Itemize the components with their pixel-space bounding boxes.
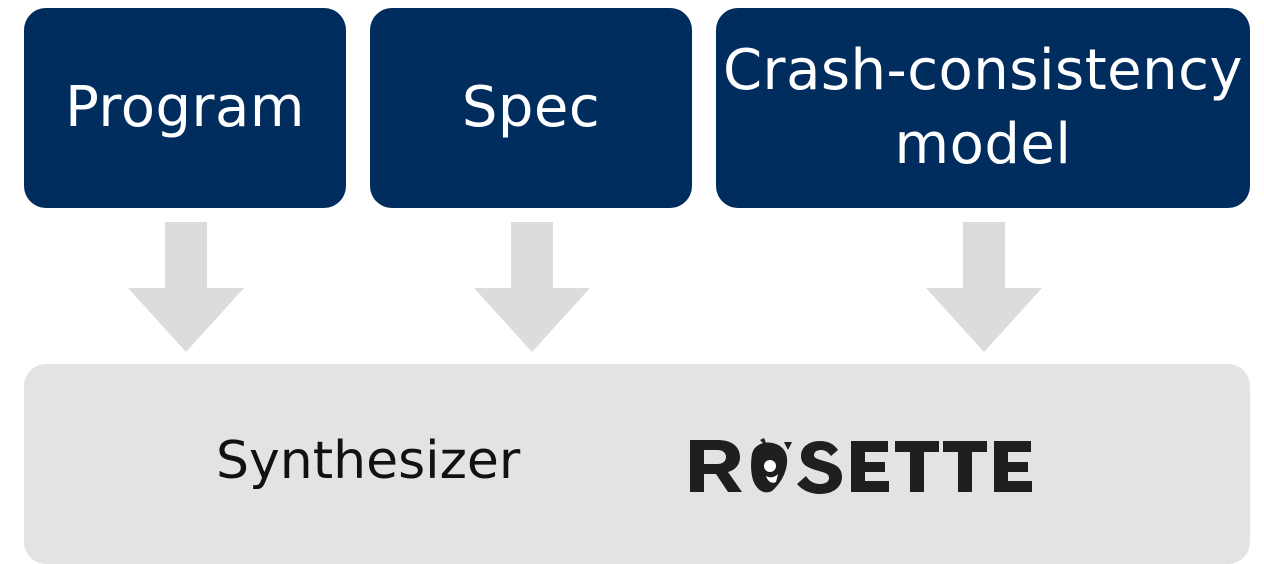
synthesizer-box: Synthesizer — [24, 364, 1250, 564]
synthesizer-label: Synthesizer — [216, 431, 521, 491]
spec-box: Spec — [370, 8, 692, 208]
crash-consistency-model-box: Crash-consistency model — [716, 8, 1250, 208]
program-label: Program — [65, 75, 305, 140]
rosette-logo — [688, 436, 1068, 496]
spec-label: Spec — [461, 75, 601, 140]
down-arrow-crash-consistency-model — [926, 222, 1042, 352]
down-arrow-program — [128, 222, 244, 352]
ccm-label-line1: Crash-consistency — [722, 38, 1244, 103]
ccm-label-line2: model — [894, 112, 1072, 177]
down-arrow-spec — [474, 222, 590, 352]
crash-consistency-model-label: Crash-consistency model — [723, 34, 1243, 182]
program-box: Program — [24, 8, 346, 208]
